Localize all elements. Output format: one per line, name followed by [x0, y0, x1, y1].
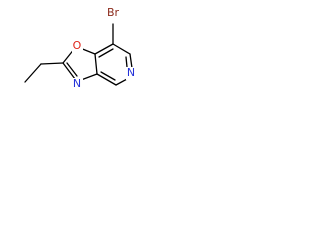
bond-c7a-c7 — [94, 43, 114, 55]
bond-c3a-c7a — [94, 53, 98, 75]
bond-c7-c6 — [112, 43, 131, 55]
atom-nitrogen-oxazole: N — [73, 77, 81, 90]
bonds — [24, 23, 133, 86]
atom-nitrogen-pyridine: N — [127, 66, 135, 79]
atom-oxygen: O — [73, 39, 82, 52]
atom-labels: Br O N N — [72, 6, 137, 91]
atom-bromine: Br — [107, 6, 120, 19]
molecule-structure: Br O N N — [24, 6, 137, 91]
bond-c2-n3-double — [66, 62, 78, 77]
structure-canvas: Br O N N — [0, 0, 176, 117]
bond-c2-n3 — [62, 62, 76, 80]
bond-ethyl-ch3-ch2 — [24, 63, 42, 83]
bond-c4-c3a — [96, 73, 117, 86]
bond-n3-c3a — [80, 73, 98, 81]
bond-ethyl-ch2-c2 — [40, 62, 64, 65]
bond-c7a-c7-double — [98, 48, 114, 58]
bond-c6-n5-double — [125, 56, 128, 68]
bond-c4-c3a-double — [100, 71, 116, 81]
bond-c6-n5 — [129, 53, 133, 69]
